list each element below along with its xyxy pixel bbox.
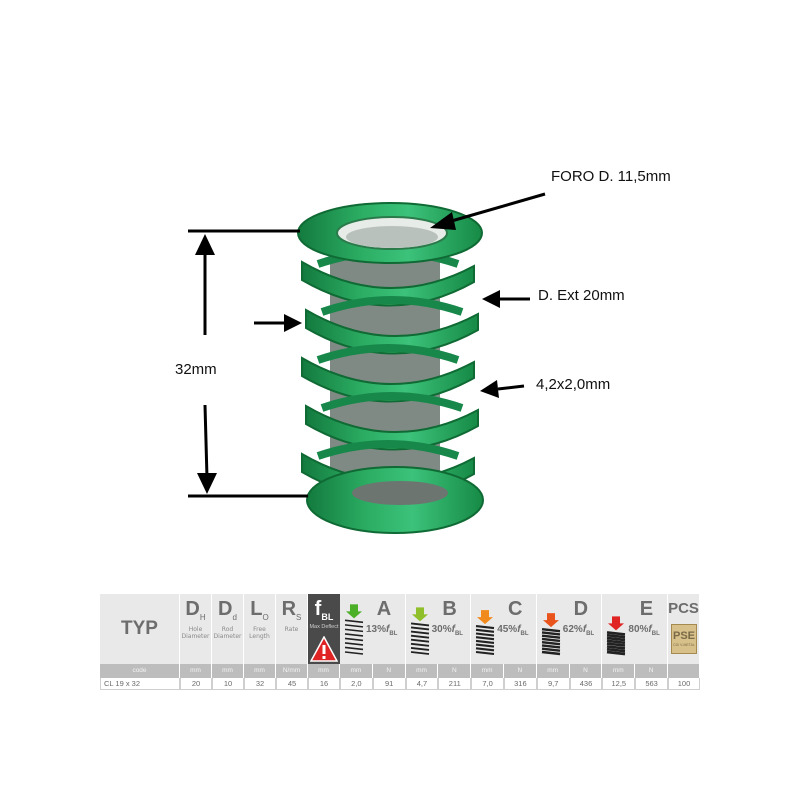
hole-diameter-header: DH Hole Diameter [180, 594, 212, 664]
hole-arrow-icon [430, 192, 546, 230]
rate-header: RS Rate [276, 594, 308, 664]
pcs-header: PCS PSE CDI V-METAL [668, 594, 700, 664]
pcs-symbol: PCS [668, 600, 699, 617]
coil-spring-image [188, 192, 546, 534]
load-a-header: A 13%fBL [340, 594, 406, 664]
unit-cell-a-n: N [372, 664, 406, 678]
typ-label: TYP [121, 618, 158, 639]
value-cell-e-mm: 12,5 [602, 678, 636, 690]
pse-badge-sub: CDI V-METAL [673, 643, 695, 647]
load-percent: 45%fBL [497, 624, 529, 637]
load-b-header: B 30%fBL [405, 594, 472, 664]
spring-spec-table: TYP DH Hole Diameter Dd Rod Diameter LO … [100, 594, 700, 694]
value-cell-pcs: 100 [668, 678, 700, 690]
fbl-desc: Max Deflect [309, 624, 339, 630]
spring-coil [301, 344, 475, 403]
unit-cell-c-mm: mm [471, 664, 504, 678]
wire-section-label: 4,2x2,0mm [536, 376, 611, 393]
free-length-header: LO Free Length [244, 594, 276, 664]
dh-desc: Hole Diameter [181, 626, 210, 640]
unit-cell-dh: mm [180, 664, 212, 678]
max-deflect-header: fBL Max Deflect [308, 594, 340, 664]
spring-bottom-ring [306, 466, 484, 534]
unit-cell-pcs [668, 664, 700, 678]
left-arrow-icon [254, 314, 302, 332]
dd-symbol: D [218, 598, 233, 620]
load-c-header: C 45%fBL [471, 594, 537, 664]
value-cell-rs: 45 [276, 678, 308, 690]
value-cell-dh: 20 [180, 678, 212, 690]
unit-cell-dd: mm [212, 664, 244, 678]
unit-cell-c-n: N [504, 664, 537, 678]
load-percent: 30%fBL [431, 624, 463, 637]
outer-arrow-icon [482, 290, 530, 308]
dd-desc: Rod Diameter [213, 626, 242, 640]
value-cell-dd: 10 [212, 678, 244, 690]
value-cell-d-mm: 9,7 [536, 678, 570, 690]
dim-arrow-up-icon [195, 234, 215, 335]
unit-cell-lo: mm [244, 664, 276, 678]
pse-badge-icon: PSE CDI V-METAL [671, 624, 697, 654]
dd-sub: d [232, 613, 237, 622]
pse-badge-label: PSE [672, 630, 695, 642]
dim-arrow-down-icon [197, 404, 217, 494]
fbl-sub: BL [321, 612, 334, 622]
dh-symbol: D [185, 598, 200, 620]
spring-top-ring [297, 202, 483, 264]
value-cell-a-n: 91 [372, 678, 406, 690]
value-cell-fbl: 16 [308, 678, 340, 690]
load-letter: B [442, 598, 457, 620]
unit-cell-d-mm: mm [536, 664, 570, 678]
load-percent: 62%fBL [562, 624, 595, 637]
wire-arrow-icon [480, 380, 525, 398]
value-cell-b-n: 211 [438, 678, 472, 690]
unit-cell-fbl: mm [308, 664, 340, 678]
fbl-symbol: f [314, 598, 322, 620]
code-value-cell: CL 19 x 32 [100, 678, 180, 690]
rs-desc: Rate [284, 626, 299, 633]
unit-cell-e-n: N [635, 664, 668, 678]
warning-icon [310, 636, 338, 662]
value-cell-d-n: 436 [569, 678, 603, 690]
spring-load-a-icon [344, 604, 364, 655]
load-percent: 13%fBL [366, 624, 398, 637]
unit-cell-b-mm: mm [405, 664, 439, 678]
load-letter: E [639, 598, 654, 620]
rs-symbol: R [281, 598, 297, 620]
load-d-header: D 62%fBL [536, 594, 603, 664]
hole-diameter-label: FORO D. 11,5mm [551, 168, 671, 185]
lo-symbol: L [250, 598, 263, 620]
lo-desc: Free Length [249, 626, 270, 640]
typ-header: TYP [100, 594, 180, 664]
unit-cell-rs: N/mm [276, 664, 308, 678]
spring-load-b-icon [410, 607, 429, 655]
load-percent: 80%fBL [628, 624, 660, 637]
unit-cell-b-n: N [438, 664, 472, 678]
value-cell-lo: 32 [244, 678, 276, 690]
load-letter: A [376, 598, 392, 620]
value-cell-e-n: 563 [635, 678, 668, 690]
value-cell-b-mm: 4,7 [405, 678, 439, 690]
dh-sub: H [199, 613, 206, 622]
rod-diameter-header: Dd Rod Diameter [212, 594, 244, 664]
spring-load-d-icon [541, 613, 560, 656]
load-letter: C [507, 598, 523, 620]
lo-sub: O [262, 613, 269, 622]
value-cell-a-mm: 2,0 [340, 678, 373, 690]
rs-sub: S [296, 613, 302, 622]
value-cell-c-n: 316 [504, 678, 537, 690]
load-e-header: E 80%fBL [602, 594, 668, 664]
unit-cell-a-mm: mm [340, 664, 373, 678]
free-length-label: 32mm [175, 361, 217, 378]
outer-diameter-label: D. Ext 20mm [538, 287, 625, 304]
spring-load-e-icon [607, 616, 626, 656]
load-letter: D [573, 598, 589, 620]
value-cell-c-mm: 7,0 [471, 678, 504, 690]
code-unit-cell: code [100, 664, 180, 678]
spring-load-c-icon [476, 610, 495, 656]
unit-cell-d-n: N [569, 664, 603, 678]
unit-cell-e-mm: mm [602, 664, 636, 678]
